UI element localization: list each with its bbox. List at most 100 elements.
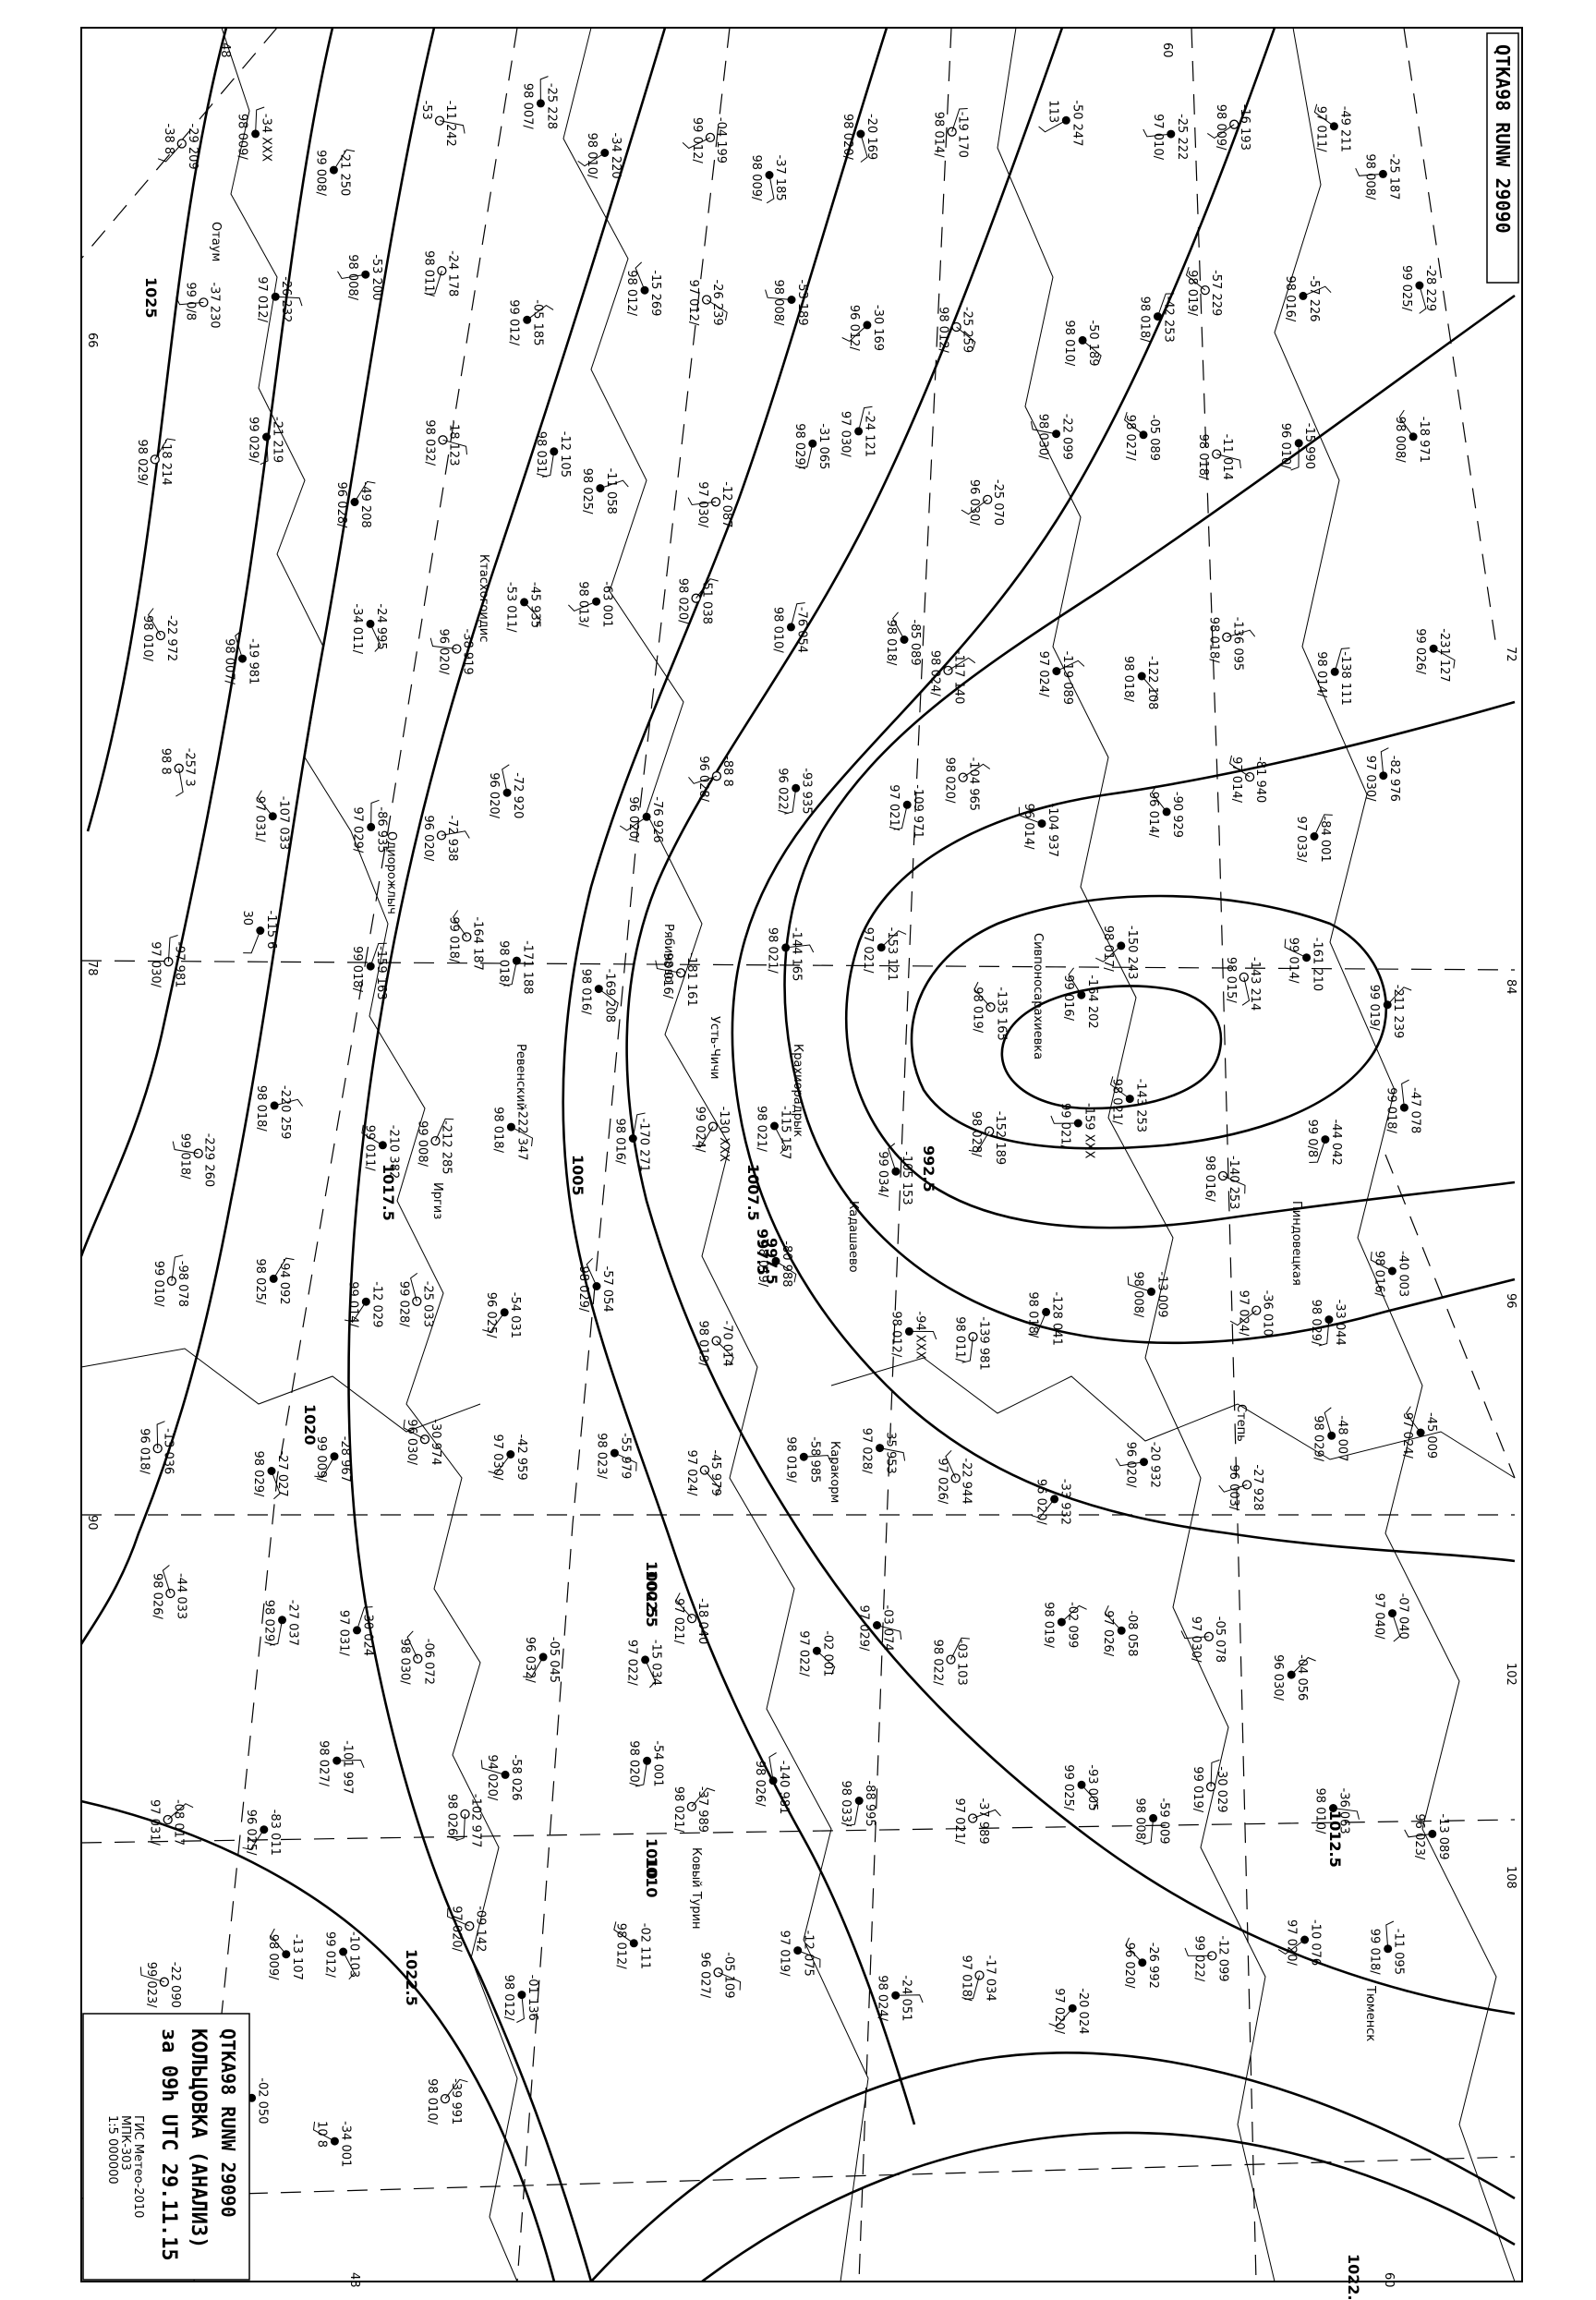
station-temp-pressure: -13 089 (1436, 1813, 1450, 1859)
footer-credit1: ГИС Метео-2010 (131, 2115, 145, 2218)
station-temp-pressure: -04 199 (714, 117, 728, 163)
header-box: QTKA98 RUNW 29090 (1486, 32, 1519, 284)
station-dew-tendency: 98 010/ (1062, 320, 1076, 366)
station-dew-tendency: 99 026/ (1413, 628, 1427, 674)
station-temp-pressure: -22 099 (1060, 414, 1074, 460)
wind-barb (257, 790, 273, 817)
station-dew-tendency: 97 018/ (960, 1955, 973, 2002)
station-temp-pressure: -150 243 (1125, 926, 1139, 979)
station-dew-tendency: 97 024/ (1036, 651, 1050, 697)
wind-barb (909, 1330, 937, 1340)
station-temp-pressure: -80 988 (780, 1241, 793, 1287)
station-temp-pressure: -06 072 (421, 1639, 435, 1685)
place-name: Ревенский (514, 1044, 527, 1110)
wind-barb (893, 805, 908, 830)
station-dew-tendency: 97 031/ (337, 1610, 351, 1656)
station-dew-tendency: -53 (419, 101, 433, 120)
station-temp-pressure: -25 070 (991, 479, 1005, 526)
station-temp-pressure: -58 985 (807, 1436, 821, 1483)
station-dew-tendency: 97 022/ (796, 1630, 810, 1677)
station-dew-tendency: 98 008/ (1131, 1271, 1145, 1317)
station-temp-pressure: -37 989 (976, 1798, 990, 1845)
station-temp-pressure: -27 928 (1251, 1464, 1264, 1510)
station-temp-pressure: -11 014 (1220, 434, 1234, 480)
grid-label: 96 (1504, 1293, 1517, 1309)
station-temp-pressure: -169 208 (602, 969, 616, 1023)
station-temp-pressure: -57 054 (600, 1266, 614, 1313)
wind-barb (879, 1447, 906, 1461)
station-dew-tendency: 98 012/ (613, 1923, 627, 1969)
station-dew-tendency: 99 018/ (178, 1133, 192, 1180)
station-temp-pressure: -128 041 (1050, 1291, 1064, 1345)
station-dew-tendency: 97 029/ (857, 1605, 871, 1652)
graticule (80, 27, 1516, 2282)
place-name: Отаум (209, 222, 223, 261)
isobar-1012-5-inner (562, 27, 916, 2125)
wind-barb (888, 1143, 897, 1172)
station-dew-tendency: 96 030/ (967, 479, 981, 526)
station-dew-tendency: 99 008/ (313, 150, 327, 196)
station-dew-tendency: 98 029/ (1312, 1415, 1325, 1461)
station-dew-tendency: 98 017/ (1101, 926, 1115, 972)
station-dew-tendency: 98 026/ (445, 1794, 459, 1840)
wind-barb (503, 961, 517, 987)
station-dew-tendency: 98 020/ (676, 578, 690, 624)
station-temp-pressure: -27 027 (275, 1451, 289, 1497)
station-temp-pressure: -50 189 (1086, 320, 1100, 366)
station-dew-tendency: 99 023/ (144, 1962, 158, 2008)
isobar-1017-5 (347, 27, 667, 2282)
station-temp-pressure: -01 136 (526, 1975, 539, 2021)
station-dew-tendency: 98 025/ (580, 468, 594, 514)
station-temp-pressure: -107 033 (276, 796, 290, 850)
station-temp-pressure: -22 090 (168, 1962, 182, 2008)
wind-barb (541, 451, 555, 478)
footer-credit3: 1:5 000000 (105, 2115, 119, 2185)
station-dew-tendency: 98 019/ (756, 1241, 769, 1287)
station-dew-tendency: 96 020/ (436, 629, 450, 675)
wind-barb (797, 1950, 821, 1968)
station-temp-pressure: -22 972 (164, 615, 178, 661)
station-temp-pressure: -10 076 (1309, 1919, 1323, 1966)
station-dew-tendency: -53 011/ (504, 582, 518, 633)
station-temp-pressure: -93 935 (800, 768, 814, 814)
station-dew-tendency: 97 021/ (952, 1798, 966, 1845)
wind-barb (175, 768, 184, 797)
station-dew-tendency: 98 012/ (889, 1311, 902, 1357)
wind-barb (1302, 285, 1332, 297)
station-dew-tendency: 97 020/ (1052, 1988, 1066, 2034)
station-temp-pressure: -88 995 (863, 1781, 877, 1827)
grid-label: 108 (1504, 1866, 1517, 1889)
station-dew-tendency: 96 023/ (1412, 1813, 1426, 1859)
wind-barb (524, 601, 541, 628)
station-dew-tendency: 98 009/ (266, 1934, 280, 1980)
